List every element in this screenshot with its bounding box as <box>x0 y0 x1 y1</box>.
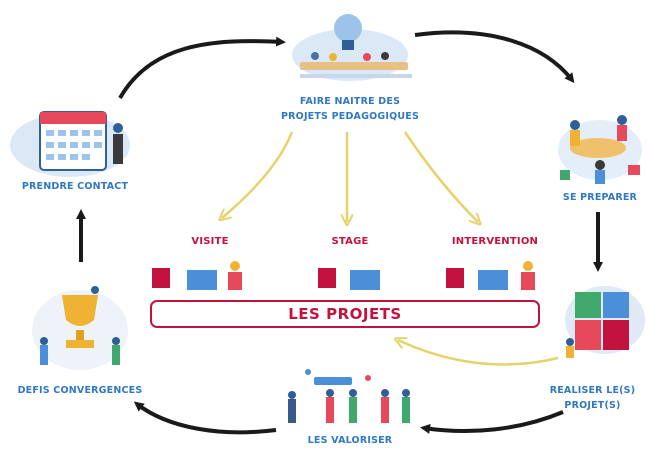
calendar-illustration <box>10 111 130 177</box>
project-type-intervention: INTERVENTION <box>451 236 539 247</box>
project-type-stage: STAGE <box>331 236 369 247</box>
node-defis-label: DEFIS CONVERGENCES <box>17 385 143 396</box>
trophy-illustration <box>32 286 128 370</box>
node-faire-naitre-label: FAIRE NAITRE DES PROJETS PEDAGOGIQUES <box>280 96 420 122</box>
stage-people-illustration <box>318 268 380 290</box>
arrow-faire-to-preparer <box>414 30 575 84</box>
arrow-contact-to-faire <box>118 36 286 99</box>
intervention-people-illustration <box>446 261 535 290</box>
arrow-to-intervention <box>403 131 478 222</box>
arrow-realiser-to-projets <box>398 340 559 366</box>
node-prendre-contact-label: PRENDRE CONTACT <box>21 181 129 192</box>
node-valoriser-label: LES VALORISER <box>307 435 393 446</box>
node-realiser-label: REALISER LE(S) PROJET(S) <box>549 385 636 411</box>
arrow-realiser-to-valoriser <box>420 410 564 434</box>
visite-people-illustration <box>152 261 242 290</box>
preparation-team-illustration <box>558 115 642 184</box>
arrow-to-visite <box>222 131 294 218</box>
les-projets-title: LES PROJETS <box>288 305 402 323</box>
arrow-valoriser-to-defis <box>133 401 277 435</box>
node-se-preparer-label: SE PREPARER <box>562 192 638 203</box>
les-projets-box: LES PROJETS <box>150 300 540 328</box>
celebration-group-illustration <box>288 369 410 423</box>
puzzle-illustration <box>565 286 645 358</box>
project-type-visite: VISITE <box>191 236 229 247</box>
brainstorm-team-illustration <box>292 14 412 81</box>
